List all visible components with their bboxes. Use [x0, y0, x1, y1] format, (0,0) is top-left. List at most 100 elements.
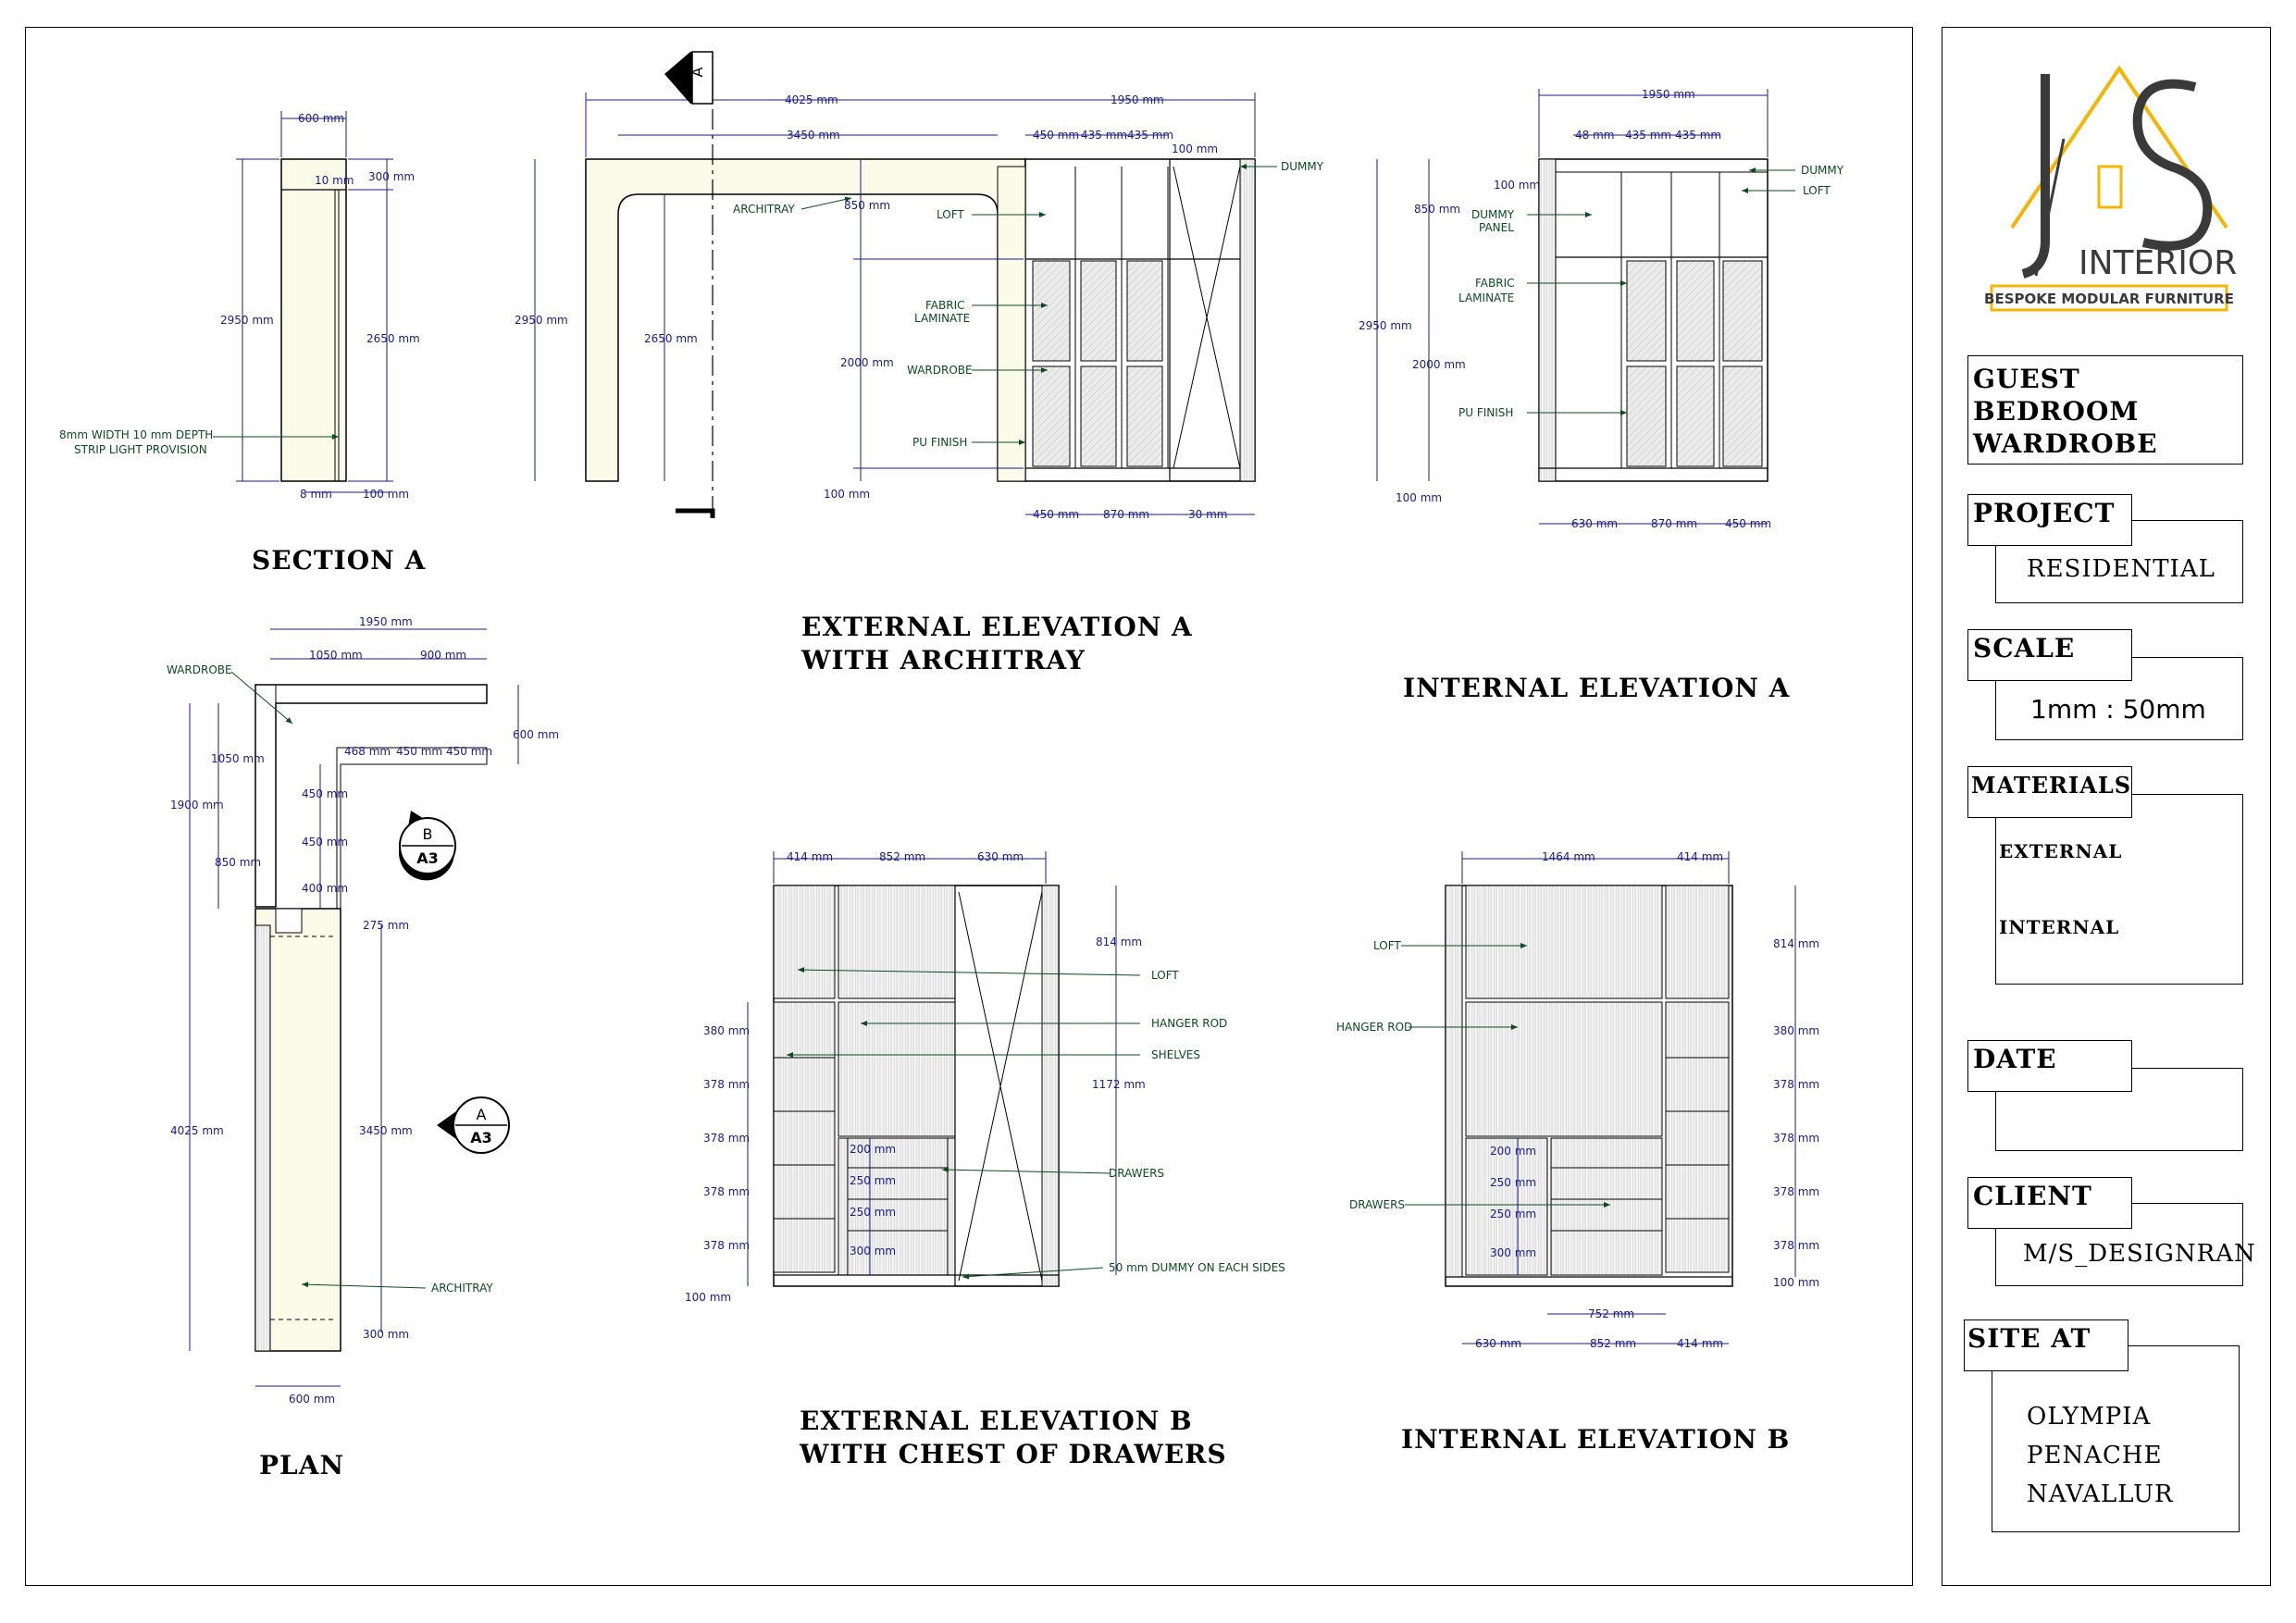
dim-label: 378 mm: [1773, 1185, 1819, 1198]
ext-elev-a-drawing: [534, 74, 1256, 518]
callout-b-sheet: A3: [416, 849, 439, 867]
drawing-title-box: [1967, 355, 2243, 465]
plan-dims: 1950 mm 1050 mm 900 mm 600 mm 468 mm 450…: [170, 615, 559, 1406]
dim-label: 100 mm: [1494, 179, 1540, 192]
dim-label: 4025 mm: [785, 93, 838, 106]
dim-label: 414 mm: [1677, 850, 1723, 863]
drawing-title: GUEST BEDROOM WARDROBE: [1973, 364, 2158, 459]
dim-label: 400 mm: [302, 882, 348, 895]
dim-label: 1172 mm: [1092, 1078, 1146, 1091]
site-line-1: OLYMPIA: [2027, 1403, 2152, 1431]
scale-label-box: [1967, 629, 2132, 681]
int-elev-a-dims: 1950 mm 48 mm 435 mm 435 mm 100 mm 850 m…: [1359, 88, 1771, 530]
annotation-label: PU FINISH: [912, 436, 967, 449]
dim-label: 380 mm: [1773, 1024, 1819, 1037]
annotation-label: HANGER ROD: [1336, 1021, 1412, 1034]
int-elev-b-dims: 1464 mm 414 mm 814 mm 380 mm 378 mm 378 …: [1475, 850, 1819, 1350]
project-value: RESIDENTIAL: [2027, 555, 2215, 583]
plan-title: PLAN: [259, 1450, 345, 1481]
callout-a-sheet: A3: [470, 1129, 492, 1146]
materials-external: EXTERNAL: [1999, 840, 2123, 862]
dim-label: 250 mm: [850, 1206, 896, 1219]
dim-label: 378 mm: [1773, 1078, 1819, 1091]
dim-label: 380 mm: [703, 1024, 750, 1037]
dim-label: 100 mm: [363, 488, 409, 501]
dim-label: 100 mm: [824, 488, 870, 501]
dim-label: 300 mm: [363, 1328, 409, 1341]
dim-label: 450 mm: [396, 745, 442, 758]
int-elev-b-title: INTERNAL ELEVATION B: [1401, 1424, 1791, 1455]
dim-label: 630 mm: [1475, 1337, 1521, 1350]
dim-label: 1950 mm: [359, 615, 413, 628]
annotation-label: HANGER ROD: [1151, 1017, 1227, 1030]
annotation-label: FABRIC: [1475, 277, 1515, 290]
dim-label: 450 mm: [1033, 129, 1079, 142]
materials-label-box: [1967, 766, 2132, 818]
dim-label: 2950 mm: [220, 314, 274, 327]
dim-label: 870 mm: [1651, 517, 1697, 530]
dim-label: 378 mm: [703, 1132, 750, 1145]
annotation-label: LOFT: [1373, 939, 1401, 952]
site-value-box: [1992, 1345, 2240, 1532]
dim-label: 378 mm: [703, 1078, 750, 1091]
dim-label: 48 mm: [1575, 129, 1614, 142]
callout-a: A A3: [437, 1096, 510, 1154]
drawing-frame: [25, 27, 1913, 1586]
dim-label: 300 mm: [368, 170, 415, 183]
site-line-2: PENACHE: [2027, 1442, 2163, 1469]
annotation-label: FABRIC: [925, 299, 965, 312]
dim-label: 630 mm: [977, 850, 1024, 863]
dim-label: 100 mm: [685, 1291, 731, 1304]
dim-label: 2950 mm: [1359, 319, 1412, 332]
annotation-label: DRAWERS: [1109, 1167, 1164, 1180]
dim-label: 450 mm: [1033, 508, 1079, 521]
annotation-label: DUMMY: [1281, 160, 1324, 173]
site-label: SITE AT: [1967, 1323, 2091, 1354]
ext-elev-b-title: EXTERNAL ELEVATION B WITH CHEST OF DRAWE…: [800, 1406, 1227, 1469]
int-elev-a-title: INTERNAL ELEVATION A: [1403, 673, 1791, 703]
dim-label: 2000 mm: [1412, 358, 1466, 371]
dim-label: 450 mm: [302, 787, 348, 800]
annotation-label: LOFT: [937, 208, 964, 221]
dim-label: 852 mm: [879, 850, 925, 863]
dim-label: 275 mm: [363, 919, 409, 932]
dim-label: 30 mm: [1188, 508, 1227, 521]
section-a-title: SECTION A: [252, 545, 427, 576]
dim-label: 850 mm: [215, 856, 261, 869]
project-label: PROJECT: [1973, 498, 2116, 528]
dim-label: 752 mm: [1588, 1307, 1634, 1320]
dim-label: 378 mm: [1773, 1132, 1819, 1145]
annotation-label: LAMINATE: [914, 312, 970, 325]
annotation-label: PU FINISH: [1458, 406, 1513, 419]
ext-elev-b-annotations: LOFT HANGER ROD SHELVES DRAWERS 50 mm DU…: [1109, 969, 1285, 1274]
dim-label: 200 mm: [1490, 1145, 1536, 1158]
annotation-label: 8mm WIDTH 10 mm DEPTH: [59, 428, 213, 441]
dim-label: 850 mm: [844, 199, 890, 212]
dim-label: 1464 mm: [1542, 850, 1595, 863]
materials-internal: INTERNAL: [1999, 916, 2120, 938]
materials-value-box: [1995, 794, 2243, 985]
ext-elev-a-annotations: ARCHITRAY LOFT DUMMY FABRIC LAMINATE WAR…: [733, 160, 1324, 449]
dim-label: 900 mm: [420, 649, 466, 662]
section-a-drawing: [236, 111, 393, 493]
annotation-label: DUMMY: [1471, 208, 1515, 221]
plan-drawing: [189, 628, 519, 1387]
annotation-label: DRAWERS: [1349, 1198, 1405, 1211]
dim-label: 2950 mm: [515, 314, 568, 327]
title-block-frame: [1942, 27, 2271, 1586]
dim-label: 414 mm: [787, 850, 833, 863]
dim-label: 10 mm: [315, 174, 354, 187]
dim-label: 435 mm: [1081, 129, 1127, 142]
dim-label: 1050 mm: [211, 752, 265, 765]
annotation-label: SHELVES: [1151, 1048, 1200, 1061]
dim-label: 414 mm: [1677, 1337, 1723, 1350]
section-marker-letter: A: [689, 67, 706, 77]
site-label-box: [1964, 1319, 2128, 1371]
section-a-annotations: 8mm WIDTH 10 mm DEPTH STRIP LIGHT PROVIS…: [59, 428, 213, 456]
annotation-label: DUMMY: [1801, 164, 1844, 177]
callout-a-letter: A: [477, 1106, 487, 1123]
